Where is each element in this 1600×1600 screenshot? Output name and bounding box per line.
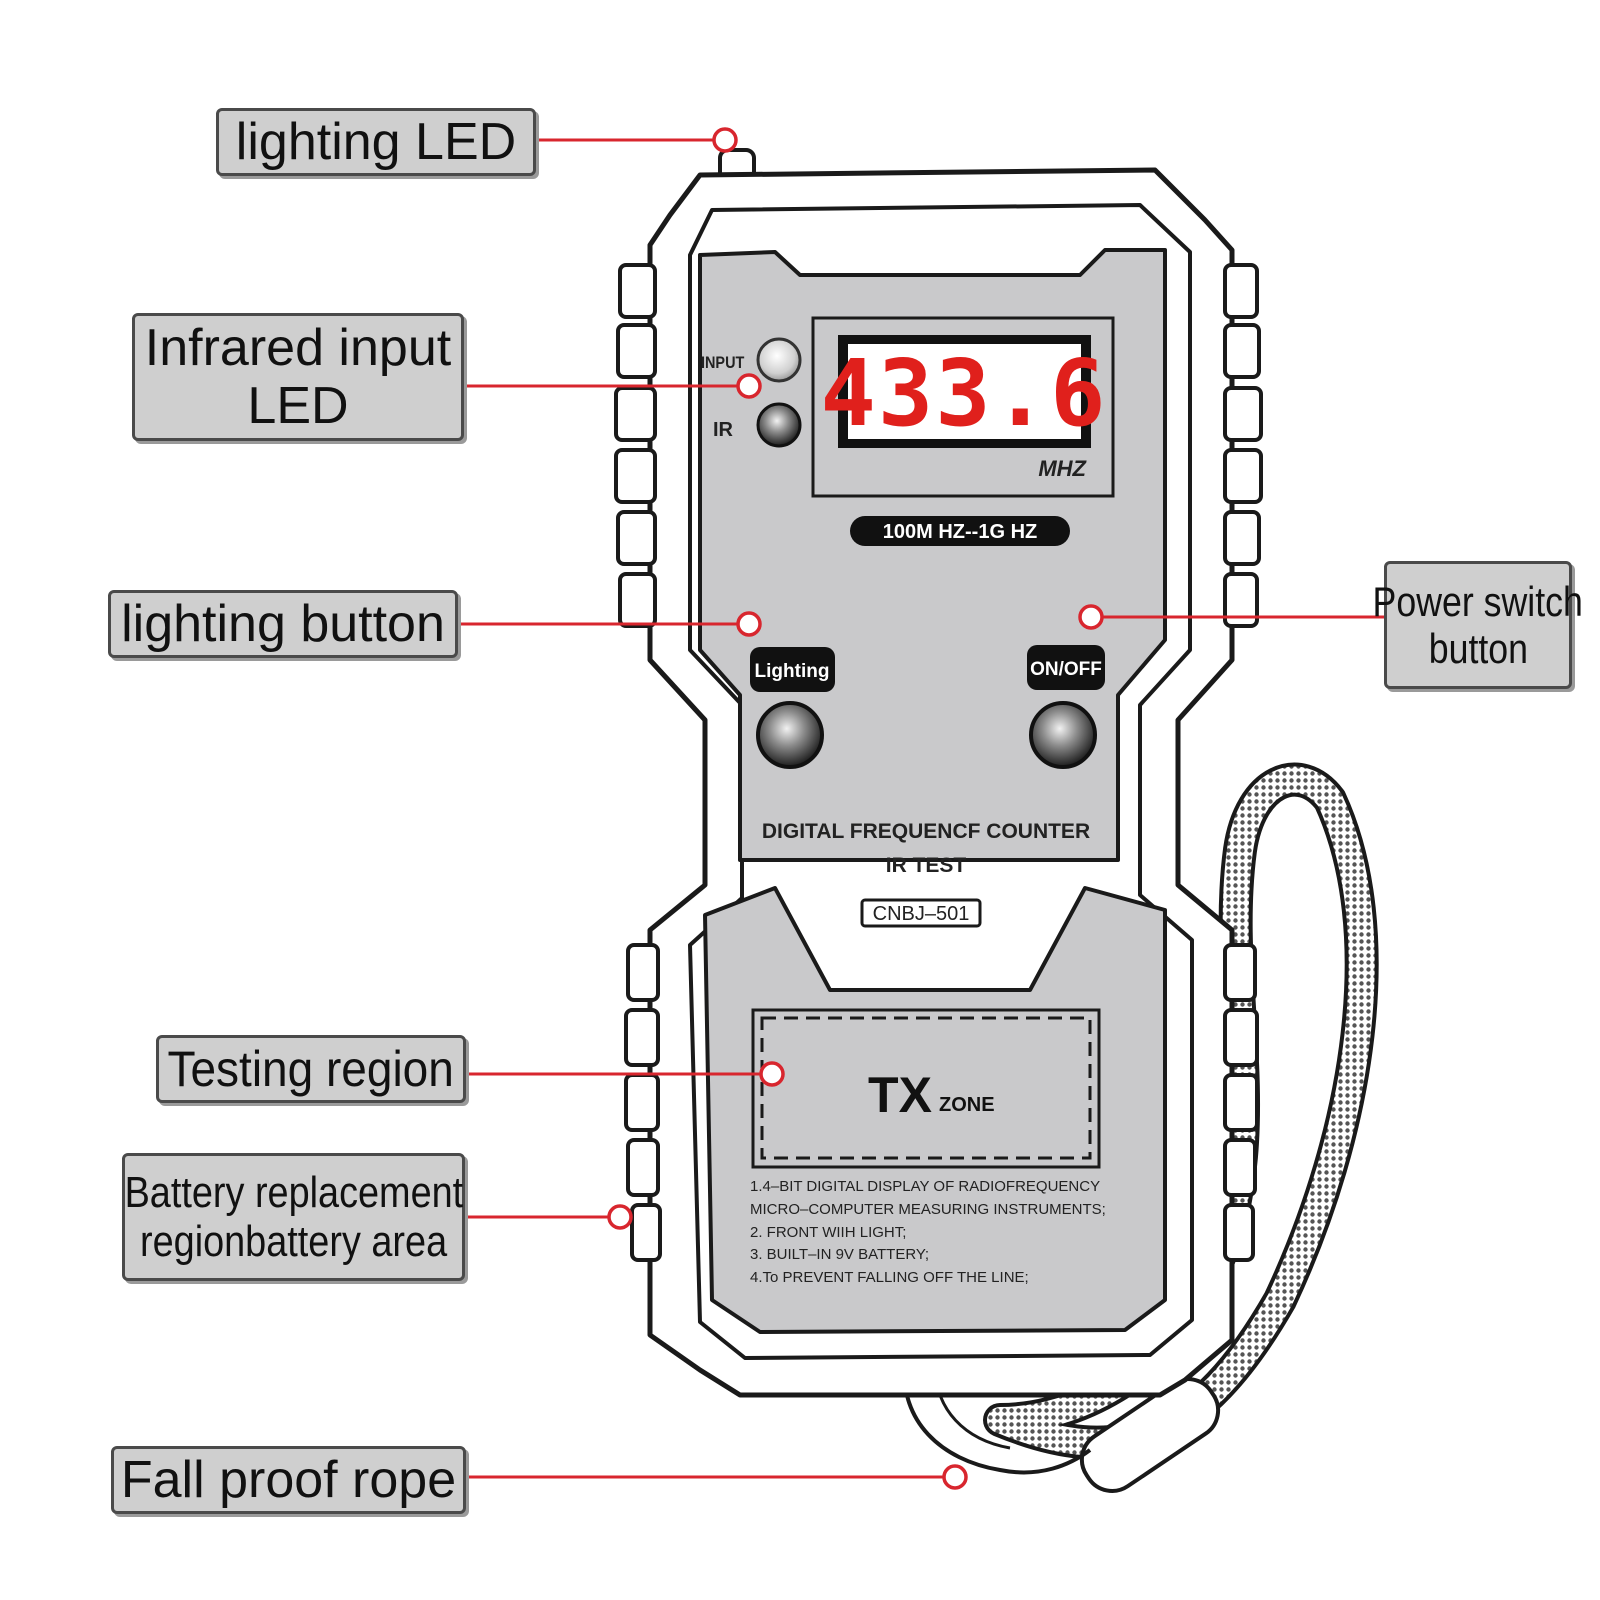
grip-ridges-right xyxy=(1223,263,1263,1262)
leader-lines xyxy=(456,138,1386,1479)
callout-testing-region-text: Testing region xyxy=(167,1041,455,1097)
input-led-icon xyxy=(756,337,802,383)
lighting-button-icon[interactable] xyxy=(756,701,824,769)
callout-battery-area-line2: regionbattery area xyxy=(139,1217,448,1266)
callout-infrared-input-led: Infrared input LED xyxy=(132,313,464,441)
callout-battery-area-line1: Battery replacement xyxy=(124,1167,463,1217)
display-readout: 433.6 xyxy=(821,340,1108,447)
callout-lighting-button-text: lighting button xyxy=(121,594,445,653)
model-number: CNBJ–501 xyxy=(873,903,970,925)
callout-power-switch-button-line1: Power switch xyxy=(1372,577,1584,625)
callout-lighting-led: lighting LED xyxy=(216,108,536,176)
input-label: INPUT xyxy=(701,354,745,372)
feature-line: 4.To PREVENT FALLING OFF THE LINE; xyxy=(750,1269,1029,1286)
range-badge-text: 100M HZ--1G HZ xyxy=(883,521,1037,543)
feature-line: 2. FRONT WIIH LIGHT; xyxy=(750,1224,906,1241)
display-screen xyxy=(848,344,1081,439)
onoff-button-icon[interactable] xyxy=(1029,701,1097,769)
lighting-button-label: Lighting xyxy=(755,661,830,682)
ir-label: IR xyxy=(713,419,734,441)
display-unit: MHZ xyxy=(1038,456,1087,481)
model-box xyxy=(860,898,982,928)
leader-endpoints xyxy=(607,127,1104,1490)
grip-ridges-left xyxy=(614,263,662,1262)
tx-zone-outer xyxy=(751,1008,1101,1169)
feature-line: MICRO–COMPUTER MEASURING INSTRUMENTS; xyxy=(750,1201,1106,1218)
callout-power-switch-button: Power switch button xyxy=(1373,561,1583,689)
tx-zone-subtitle: ZONE xyxy=(939,1094,995,1116)
callout-testing-region: Testing region xyxy=(156,1035,466,1103)
feature-line: 1.4–BIT DIGITAL DISPLAY OF RADIOFREQUENC… xyxy=(750,1178,1100,1195)
callout-fall-proof-rope: Fall proof rope xyxy=(111,1446,466,1514)
callout-power-switch-button-line2: button xyxy=(1428,625,1528,672)
ir-led-icon xyxy=(756,402,802,448)
device-subtitle: IR TEST xyxy=(886,854,967,877)
lighting-label-plate xyxy=(750,647,835,692)
callout-infrared-input-led-line2: LED xyxy=(247,377,349,435)
feature-line: 3. BUILT–IN 9V BATTERY; xyxy=(750,1246,929,1263)
callout-fall-proof-rope-text: Fall proof rope xyxy=(120,1450,457,1509)
onoff-button-label: ON/OFF xyxy=(1030,659,1102,680)
tx-zone-dashed xyxy=(760,1016,1092,1160)
tx-zone-title: TX xyxy=(868,1067,932,1123)
callout-infrared-input-led-line1: Infrared input xyxy=(144,318,452,377)
onoff-label-plate xyxy=(1027,645,1105,690)
device-title: DIGITAL FREQUENCF COUNTER xyxy=(762,820,1090,843)
callout-lighting-button: lighting button xyxy=(108,590,458,658)
range-badge-bg xyxy=(850,516,1070,546)
feature-list: 1.4–BIT DIGITAL DISPLAY OF RADIOFREQUENC… xyxy=(750,1178,1106,1286)
callout-battery-area: Battery replacement regionbattery area xyxy=(122,1153,465,1281)
callout-lighting-led-text: lighting LED xyxy=(235,112,517,171)
